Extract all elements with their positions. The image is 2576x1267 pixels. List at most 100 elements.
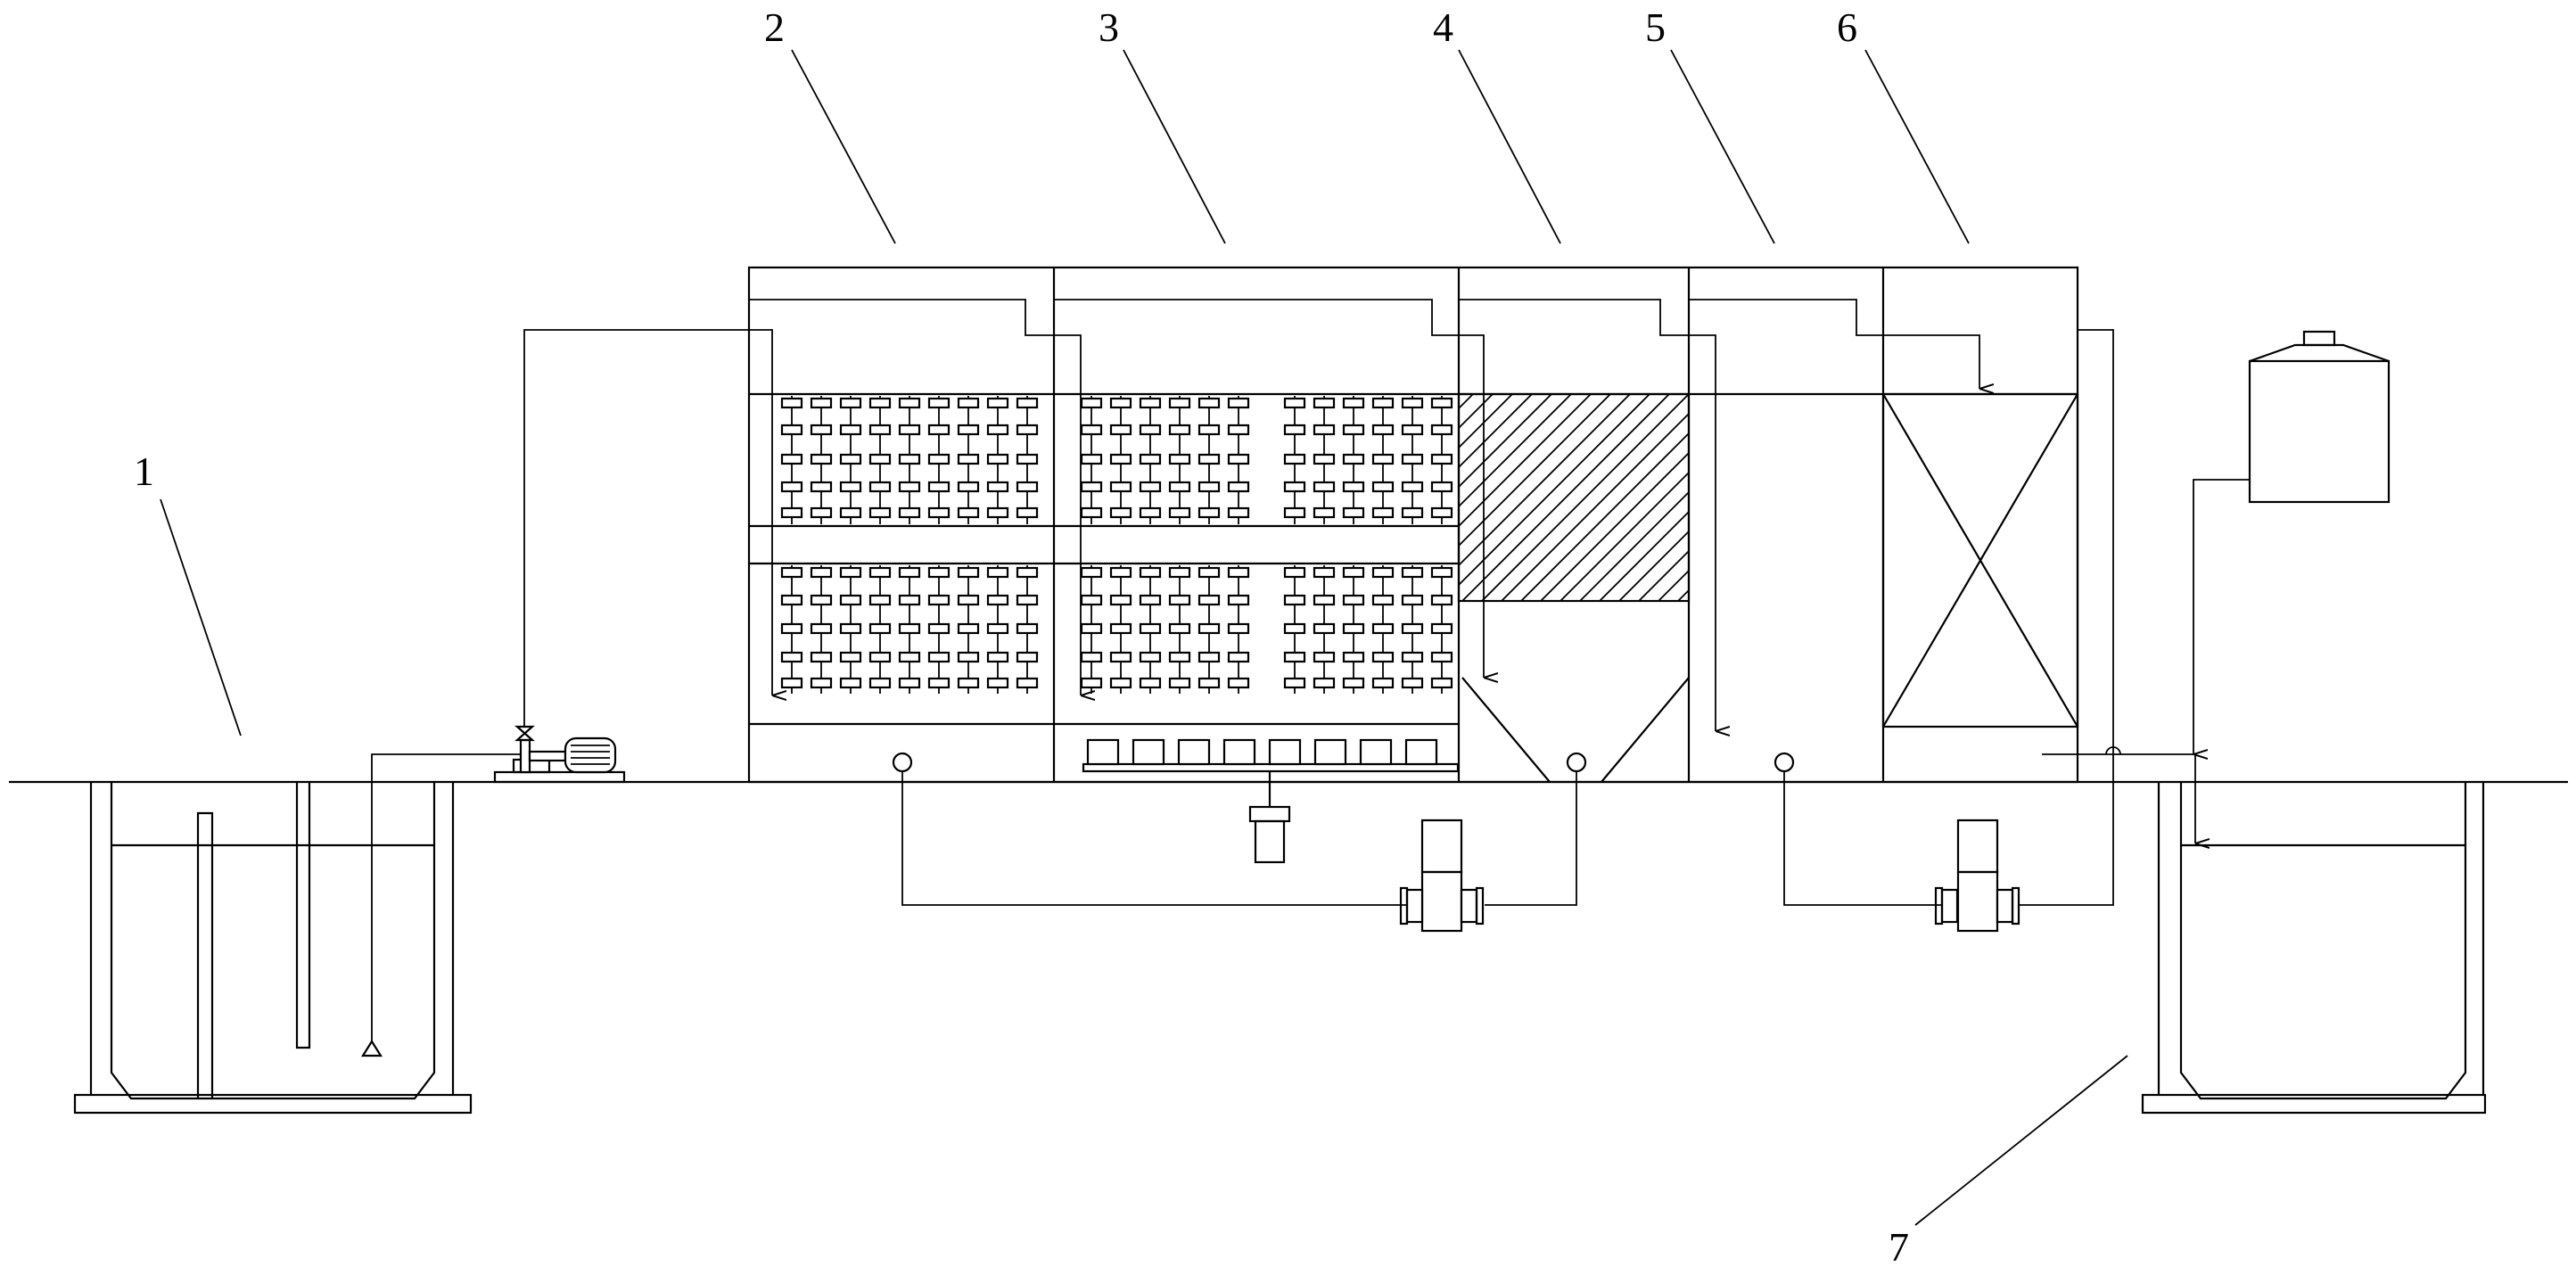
media-bundle (898, 677, 921, 689)
media-bundle (927, 566, 951, 579)
media-bundle (986, 397, 1009, 409)
media-bundle (1109, 397, 1132, 409)
media-bundle (1371, 677, 1395, 689)
return-pipe-1 (892, 752, 1587, 906)
media-bundle (1139, 424, 1162, 436)
feed-pump (493, 329, 772, 784)
media-bundle (1197, 453, 1221, 465)
media-bundle (1139, 397, 1162, 409)
collection-tank-1 (73, 753, 524, 1115)
media-bundle (898, 506, 921, 519)
media-bundle (868, 506, 892, 519)
diffuser-head (1404, 738, 1438, 766)
media-bundle (1371, 506, 1395, 519)
callout-1: 1 (134, 448, 154, 494)
hatch-line (1460, 395, 1611, 547)
media-bundle (957, 594, 980, 606)
media-bundle (986, 481, 1009, 493)
media-bundle (1283, 651, 1306, 663)
media-bundle (1197, 424, 1221, 436)
media-bundle (1401, 622, 1424, 635)
hatch-line (1677, 589, 1688, 600)
media-bundle (898, 397, 921, 409)
media-bundle (927, 481, 951, 493)
media-bundle (1227, 622, 1250, 635)
media-bundle (839, 566, 862, 579)
media-bundle (810, 481, 833, 493)
media-bundle (1168, 453, 1191, 465)
media-bundle (957, 424, 980, 436)
media-bundle (1197, 481, 1221, 493)
media-bundle (1080, 481, 1103, 493)
media-bundle (1168, 677, 1191, 689)
media-bundle (1313, 506, 1336, 519)
media-bundle (1283, 622, 1306, 635)
media-bundle (780, 651, 803, 663)
media-bundle (1342, 651, 1365, 663)
media-bundle (1313, 677, 1336, 689)
media-bundle (957, 397, 980, 409)
biofilm-media-tank-3 (1080, 396, 1453, 694)
media-bundle (780, 397, 803, 409)
hatch-line (1560, 472, 1688, 600)
media-bundle (1430, 566, 1453, 579)
media-bundle (1283, 677, 1306, 689)
media-bundle (1227, 677, 1250, 689)
media-bundle (1342, 453, 1365, 465)
media-bundle (986, 651, 1009, 663)
media-bundle (839, 622, 862, 635)
media-bundle (1016, 397, 1039, 409)
media-bundle (1371, 622, 1395, 635)
media-bundle (1283, 424, 1306, 436)
media-bundle (1168, 481, 1191, 493)
media-bundle (839, 594, 862, 606)
media-bundle (927, 397, 951, 409)
clear-water-tank-7 (2141, 782, 2487, 1115)
hatch-line (1618, 531, 1688, 600)
media-bundle (1401, 506, 1424, 519)
diffuser-head (1222, 738, 1256, 766)
media-bundle (1197, 397, 1221, 409)
media-bundle (986, 424, 1009, 436)
callout-2: 2 (764, 4, 785, 50)
media-bundle (1283, 481, 1306, 493)
media-bundle (839, 651, 862, 663)
media-bundle (1342, 677, 1365, 689)
media-bundle (1283, 506, 1306, 519)
media-bundle (957, 566, 980, 579)
media-bundle (898, 424, 921, 436)
hatch-line (1579, 491, 1688, 600)
media-bundle (839, 677, 862, 689)
media-bundle (1401, 594, 1424, 606)
media-bundle (780, 481, 803, 493)
media-bundle (1080, 453, 1103, 465)
media-bundle (1016, 506, 1039, 519)
media-bundle (1139, 651, 1162, 663)
media-bundle (1109, 424, 1132, 436)
media-bundle (868, 594, 892, 606)
hatch-line (1501, 413, 1688, 600)
media-bundle (1342, 622, 1365, 635)
diffuser-head (1268, 738, 1302, 766)
media-bundle (1371, 594, 1395, 606)
media-bundle (1080, 651, 1103, 663)
hatch-line (1460, 395, 1631, 566)
media-bundle (1313, 453, 1336, 465)
hatch-line (1540, 452, 1688, 600)
media-bundle (1227, 651, 1250, 663)
media-bundle (868, 481, 892, 493)
media-bundle (1016, 677, 1039, 689)
media-bundle (898, 651, 921, 663)
hatch-line (1520, 432, 1688, 600)
media-bundle (1371, 651, 1395, 663)
media-bundle (1168, 397, 1191, 409)
sludge-pump-2 (1934, 819, 2020, 933)
media-bundle (1080, 566, 1103, 579)
callout-6: 6 (1837, 4, 1857, 50)
media-bundle (957, 481, 980, 493)
media-bundle (1401, 481, 1424, 493)
media-bundle (1016, 622, 1039, 635)
media-bundle (1197, 677, 1221, 689)
hatch-line (1638, 550, 1688, 600)
media-bundle (1080, 424, 1103, 436)
